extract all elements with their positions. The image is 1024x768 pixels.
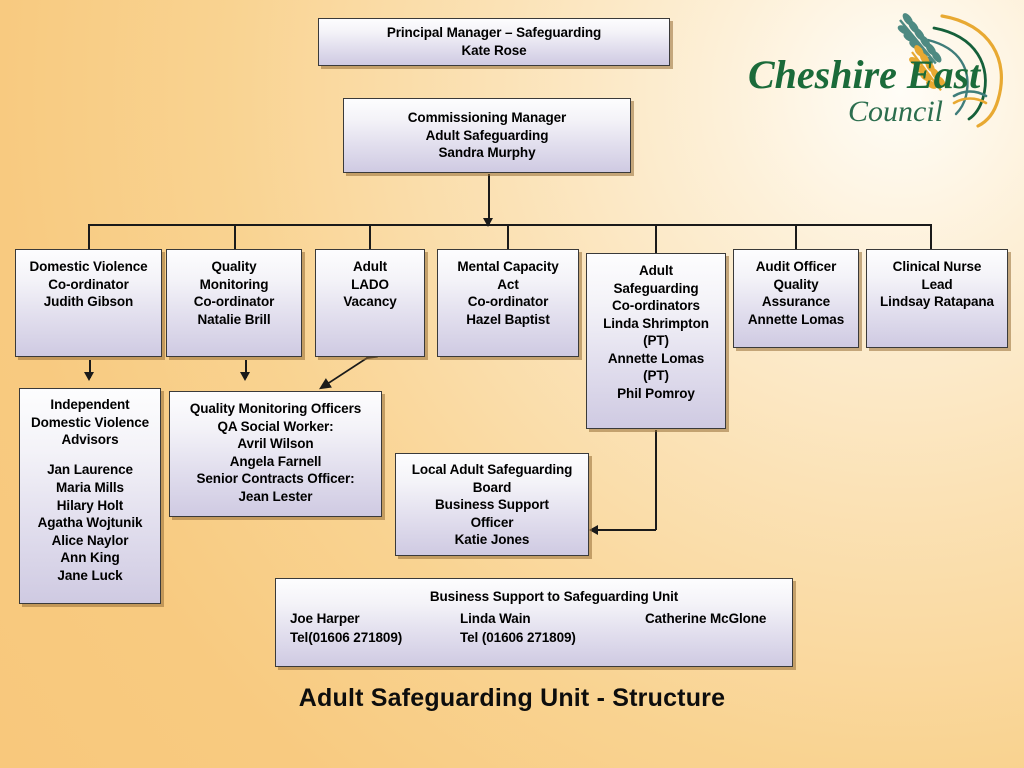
connector-bar-to-adult-lado	[369, 224, 371, 249]
node-line: Maria Mills	[56, 480, 124, 495]
node-line: Act	[497, 276, 519, 292]
node-line: Co-ordinators	[612, 298, 700, 314]
connector-coords-to-lasb-horizontal	[598, 529, 656, 531]
node-line: Alice Naylor	[51, 532, 129, 548]
node-line: (PT)	[643, 333, 669, 349]
node-line: Annette Lomas	[607, 350, 705, 366]
node-line: Principal Manager – Safeguarding	[386, 25, 602, 41]
node-line: Jan Laurence	[47, 462, 133, 478]
arrowhead-qm-to-officers	[240, 372, 250, 381]
node-line: Business Support	[435, 497, 549, 513]
node-principal-manager[interactable]: Principal Manager – Safeguarding Kate Ro…	[318, 18, 670, 66]
node-line: Agatha Wojtunik	[37, 515, 143, 531]
node-line: Annette Lomas	[747, 311, 845, 327]
node-clinical-nurse-lead[interactable]: Clinical Nurse Lead Lindsay Ratapana	[866, 249, 1008, 348]
node-line: Assurance	[761, 294, 831, 310]
business-support-tels-row: Tel(01606 271809) Tel (01606 271809)	[290, 628, 778, 648]
node-line: Hazel Baptist	[466, 311, 550, 327]
page-title: Adult Safeguarding Unit - Structure	[298, 684, 726, 712]
node-line: Angela Farnell	[229, 453, 322, 469]
node-line: Co-ordinator	[193, 294, 275, 310]
connector-qm-to-officers	[245, 360, 247, 378]
node-line: Adult Safeguarding	[425, 127, 549, 143]
node-line: Independent	[50, 397, 130, 412]
arrowhead-coords-to-lasb	[589, 525, 598, 535]
connector-coords-to-lasb-vertical	[655, 430, 657, 530]
node-line: Jane Luck	[57, 567, 123, 583]
node-line: Quality Monitoring Officers	[189, 401, 362, 416]
arrowhead-commissioning-to-bar	[483, 218, 493, 227]
connector-bar-to-domestic-violence	[88, 224, 90, 249]
node-line: Ann King	[60, 550, 120, 566]
connector-bar-to-mental-capacity	[507, 224, 509, 249]
node-line: Jean Lester	[238, 488, 313, 504]
node-line: QA Social Worker:	[217, 418, 334, 434]
node-line: Lindsay Ratapana	[880, 294, 994, 310]
node-line: Judith Gibson	[43, 294, 134, 310]
connector-bar-to-clinical-nurse	[930, 224, 932, 249]
node-line: Officer	[470, 514, 514, 530]
node-line: Local Adult Safeguarding	[411, 462, 573, 477]
node-adult-lado[interactable]: Adult LADO Vacancy	[315, 249, 425, 357]
node-line: Lead	[921, 276, 953, 292]
node-adult-safeguarding-coordinators[interactable]: Adult Safeguarding Co-ordinators Linda S…	[586, 253, 726, 429]
node-line: Natalie Brill	[197, 311, 271, 327]
node-line: LADO	[351, 276, 389, 292]
node-line: Hilary Holt	[56, 497, 124, 513]
node-line: Kate Rose	[461, 43, 527, 58]
node-line: Co-ordinator	[48, 276, 129, 292]
business-support-name: Linda Wain	[460, 610, 531, 626]
node-line: Adult	[639, 263, 673, 278]
node-line: (PT)	[643, 368, 669, 384]
node-line: Audit Officer	[755, 259, 837, 274]
business-support-tel: Tel(01606 271809)	[290, 630, 403, 646]
connector-bar-to-quality-monitoring	[234, 224, 236, 249]
connector-bar-to-audit-officer	[795, 224, 797, 249]
node-line: Commissioning Manager	[407, 110, 567, 126]
node-line: Quality	[211, 259, 257, 274]
node-audit-officer[interactable]: Audit Officer Quality Assurance Annette …	[733, 249, 859, 348]
node-line: Clinical Nurse	[892, 259, 982, 274]
node-line: Katie Jones	[454, 532, 530, 548]
node-line: Vacancy	[343, 294, 397, 310]
business-support-tel: Tel (01606 271809)	[460, 630, 576, 646]
connector-commissioning-to-bar	[488, 174, 490, 225]
node-business-support[interactable]: Business Support to Safeguarding Unit Jo…	[275, 578, 793, 667]
node-line: Advisors	[61, 432, 119, 448]
node-line: Mental Capacity	[457, 259, 559, 274]
node-domestic-violence-coordinator[interactable]: Domestic Violence Co-ordinator Judith Gi…	[15, 249, 162, 357]
node-line: Board	[472, 479, 512, 495]
node-line: Avril Wilson	[237, 436, 314, 452]
business-support-tel	[645, 628, 778, 648]
cheshire-east-council-logo: Cheshire East Council	[744, 4, 1016, 132]
business-support-names-row: Joe Harper Linda Wain Catherine McGlone	[290, 609, 778, 629]
distribution-bar	[88, 224, 931, 226]
node-mental-capacity-act-coordinator[interactable]: Mental Capacity Act Co-ordinator Hazel B…	[437, 249, 579, 357]
node-quality-monitoring-officers[interactable]: Quality Monitoring Officers QA Social Wo…	[169, 391, 382, 517]
node-line: Monitoring	[199, 276, 269, 292]
node-line: Domestic Violence	[29, 259, 148, 274]
node-line: Linda Shrimpton	[603, 315, 709, 331]
node-line: Sandra Murphy	[438, 145, 536, 161]
connector-bar-to-adult-safeguarding-coords	[655, 224, 657, 253]
node-line: Adult	[353, 259, 387, 274]
node-quality-monitoring-coordinator[interactable]: Quality Monitoring Co-ordinator Natalie …	[166, 249, 302, 357]
node-line: Phil Pomroy	[617, 385, 695, 401]
node-line: Senior Contracts Officer:	[196, 471, 355, 487]
business-support-name: Catherine McGlone	[645, 610, 767, 626]
logo-text-primary: Cheshire East	[748, 52, 982, 97]
business-support-name: Joe Harper	[290, 610, 360, 626]
node-line: Domestic Violence	[30, 414, 150, 430]
node-line: Safeguarding	[613, 280, 699, 296]
node-commissioning-manager[interactable]: Commissioning Manager Adult Safeguarding…	[343, 98, 631, 173]
node-local-adult-safeguarding-board[interactable]: Local Adult Safeguarding Board Business …	[395, 453, 589, 556]
connector-dv-to-advisors	[89, 360, 91, 378]
node-line: Co-ordinator	[467, 294, 549, 310]
business-support-heading: Business Support to Safeguarding Unit	[429, 589, 679, 604]
connector-lado-qm-officers-bidirectional	[319, 348, 379, 390]
node-independent-domestic-violence-advisors[interactable]: Independent Domestic Violence Advisors J…	[19, 388, 161, 604]
node-line: Quality	[773, 276, 819, 292]
logo-text-secondary: Council	[848, 95, 943, 128]
arrowhead-dv-to-advisors	[84, 372, 94, 381]
